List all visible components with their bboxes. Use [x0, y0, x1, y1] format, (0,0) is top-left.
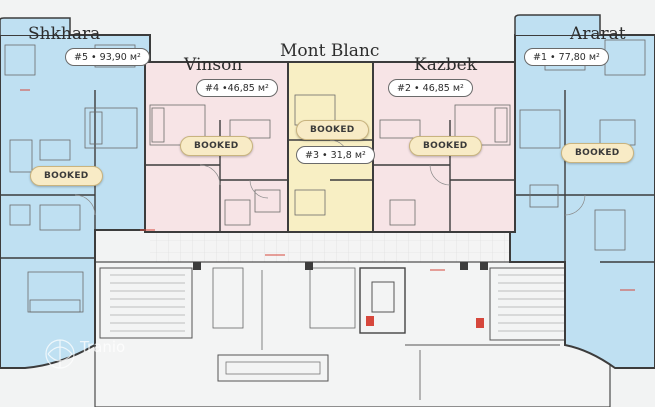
pillar-2 — [305, 262, 313, 270]
booked-badge-ararat[interactable]: BOOKED — [561, 143, 634, 163]
booked-badge-shkhara[interactable]: BOOKED — [30, 166, 103, 186]
area-label-shkhara: #5 • 93,90 м² — [65, 48, 150, 66]
area-label-ararat: #1 • 77,80 м² — [524, 48, 609, 66]
door-swings — [74, 139, 586, 216]
booked-badge-mont-blanc[interactable]: BOOKED — [296, 120, 369, 140]
corridor-floor — [150, 232, 510, 267]
watermark-text: Tranio — [80, 338, 126, 356]
apartment-name-ararat: Ararat — [570, 24, 626, 44]
area-label-mont-blanc: #3 • 31,8 м² — [296, 146, 375, 164]
pillar-3 — [460, 262, 468, 270]
pillar-4 — [480, 262, 488, 270]
booked-badge-kazbek[interactable]: BOOKED — [409, 136, 482, 156]
entrance-frame — [212, 267, 244, 329]
entrance-step-1 — [217, 354, 329, 382]
lift-car — [371, 281, 395, 313]
red-markers — [20, 89, 635, 291]
tranio-logo — [45, 339, 75, 369]
apartment-name-shkhara: Shkhara — [28, 24, 101, 44]
area-label-kazbek: #2 • 46,85 м² — [388, 79, 473, 97]
unit-ararat — [509, 34, 655, 369]
entrance-step-2 — [225, 361, 321, 375]
fire-box-2 — [476, 318, 484, 328]
furniture — [4, 39, 646, 313]
pillar-1 — [193, 262, 201, 270]
apartment-name-mont-blanc: Mont Blanc — [280, 41, 380, 61]
stair-left-treads — [110, 274, 185, 332]
booked-badge-vinson[interactable]: BOOKED — [180, 136, 253, 156]
area-label-vinson: #4 •46,85 м² — [196, 79, 278, 97]
apartment-name-kazbek: Kazbek — [414, 55, 478, 75]
fire-box-1 — [366, 316, 374, 326]
apartment-name-vinson: Vinson — [184, 55, 243, 75]
lobby-room — [309, 267, 356, 329]
watermark: Tranio — [42, 338, 125, 356]
stair-left — [99, 267, 193, 339]
